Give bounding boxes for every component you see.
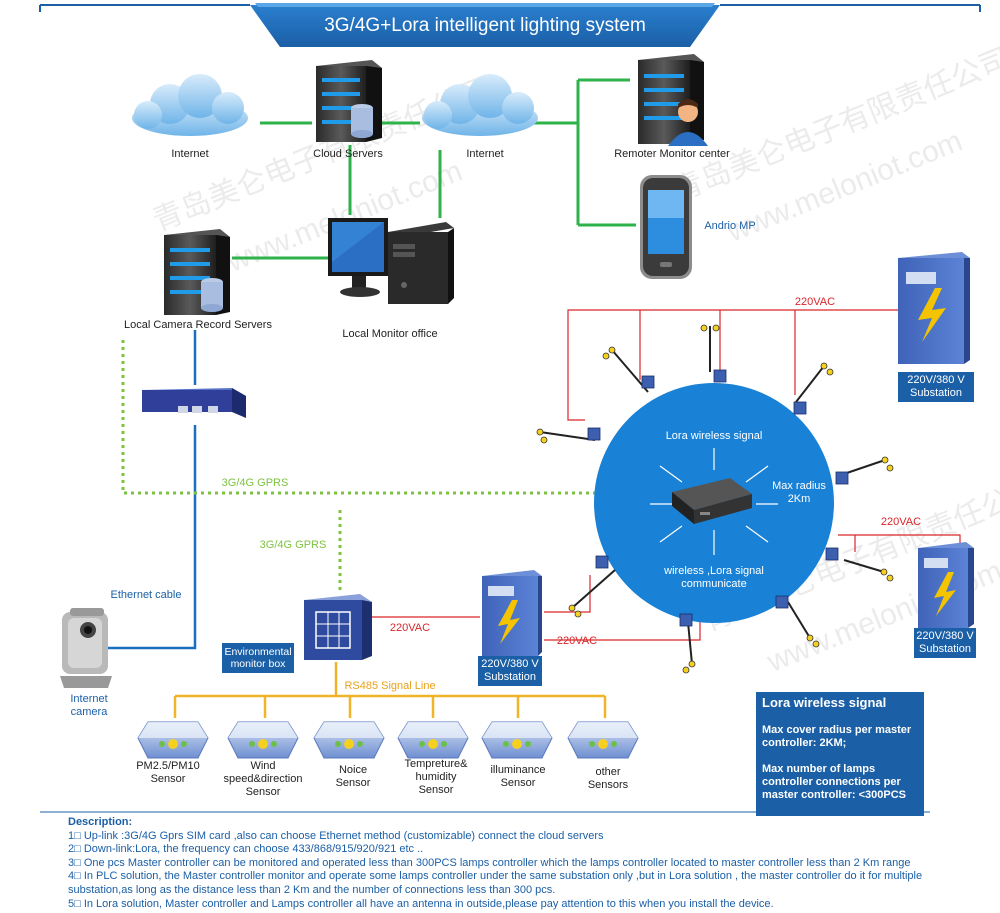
vac-label: 220VAC xyxy=(794,296,836,308)
description-item: 5□ In Lora solution, Master controller a… xyxy=(68,897,774,910)
internet-camera-label: Internet camera xyxy=(70,693,108,718)
vac-label: 220VAC xyxy=(880,516,922,528)
rs485-label: RS485 Signal Line xyxy=(344,680,436,692)
sensor-label: Noice Sensor xyxy=(335,764,371,789)
sensor-label: PM2.5/PM10 Sensor xyxy=(136,760,200,785)
lora-info-box: Lora wireless signal Max cover radius pe… xyxy=(756,692,924,816)
lamp-head-icon xyxy=(536,324,894,674)
description-item: 3□ One pcs Master controller can be moni… xyxy=(68,856,911,869)
network-lines xyxy=(232,78,636,260)
sensor-label: illuminance Sensor xyxy=(490,764,546,789)
max-radius-label: Max radius 2Km xyxy=(772,480,826,505)
internet-label: Internet xyxy=(466,148,504,160)
info-box-body: Max cover radius per master controller: … xyxy=(762,724,912,801)
title-banner xyxy=(250,3,720,47)
wireless-comm-label: wireless ,Lora signal communicate xyxy=(664,565,764,590)
ethernet-lines xyxy=(100,330,197,650)
sensor-icon xyxy=(137,721,209,759)
vac-label: 220VAC xyxy=(389,622,431,634)
lora-signal-label: Lora wireless signal xyxy=(665,430,763,442)
ethernet-cable-label: Ethernet cable xyxy=(110,589,182,601)
environment-monitor-icon xyxy=(304,594,372,660)
remote-center-label: Remoter Monitor center xyxy=(614,148,730,160)
substation-icon xyxy=(482,570,542,656)
local-camera-servers-label: Local Camera Record Servers xyxy=(124,319,272,331)
environment-monitor-box-label: Environmental monitor box xyxy=(222,643,294,673)
cloud-icon xyxy=(422,74,538,136)
monitor-icon xyxy=(328,218,388,297)
sensor-icon xyxy=(227,721,299,759)
internet-label: Internet xyxy=(171,148,209,160)
camera-icon xyxy=(60,608,112,688)
description-item: 4□ In PLC solution, the Master controlle… xyxy=(68,870,923,896)
user-icon xyxy=(668,99,708,146)
info-box-header: Lora wireless signal xyxy=(762,695,887,710)
local-server-icon xyxy=(164,229,230,315)
vac-label: 220VAC xyxy=(556,635,598,647)
sensor-label: Wind speed&direction Sensor xyxy=(223,760,303,798)
sensor-icon xyxy=(313,721,385,759)
sensor-label: other Sensors xyxy=(587,766,629,791)
phone-icon xyxy=(640,175,692,279)
cloud-icon xyxy=(132,74,248,136)
substation-icon xyxy=(898,252,970,364)
substation-label: 220V/380 V Substation xyxy=(898,372,974,402)
sensor-icon xyxy=(567,721,639,759)
rs485-line xyxy=(173,662,607,718)
remote-server-icon xyxy=(638,54,704,144)
android-mp-label: Andrio MP xyxy=(704,220,756,232)
substation-icon xyxy=(918,542,974,628)
substation-label: 220V/380 V Substation xyxy=(914,628,976,658)
description-item: 1□ Up-link :3G/4G Gprs SIM card ,also ca… xyxy=(68,829,604,842)
lamp-controller-icon xyxy=(587,369,849,627)
description-item: 2□ Down-link:Lora, the frequency can cho… xyxy=(68,843,424,856)
sensor-label: Tempreture& humidity Sensor xyxy=(404,758,468,796)
cloud-servers-label: Cloud Servers xyxy=(313,148,383,160)
street-lamp-icon xyxy=(539,326,886,665)
cloud-server-icon xyxy=(316,60,382,142)
substation-label: 220V/380 V Substation xyxy=(478,656,542,686)
description-section: Description: 1□ Up-link :3G/4G Gprs SIM … xyxy=(68,816,978,911)
page-title: 3G/4G+Lora intelligent lighting system xyxy=(324,15,646,36)
router-icon xyxy=(142,388,246,418)
pc-tower-icon xyxy=(388,222,454,304)
local-monitor-office-label: Local Monitor office xyxy=(342,328,438,340)
gprs-label: 3G/4G GPRS xyxy=(221,477,289,489)
gprs-label: 3G/4G GPRS xyxy=(259,539,327,551)
gprs-lines xyxy=(121,340,670,590)
master-controller-icon xyxy=(672,478,752,524)
sensor-icon xyxy=(481,721,553,759)
description-header: Description: xyxy=(68,816,133,828)
sensor-icon xyxy=(397,721,469,759)
